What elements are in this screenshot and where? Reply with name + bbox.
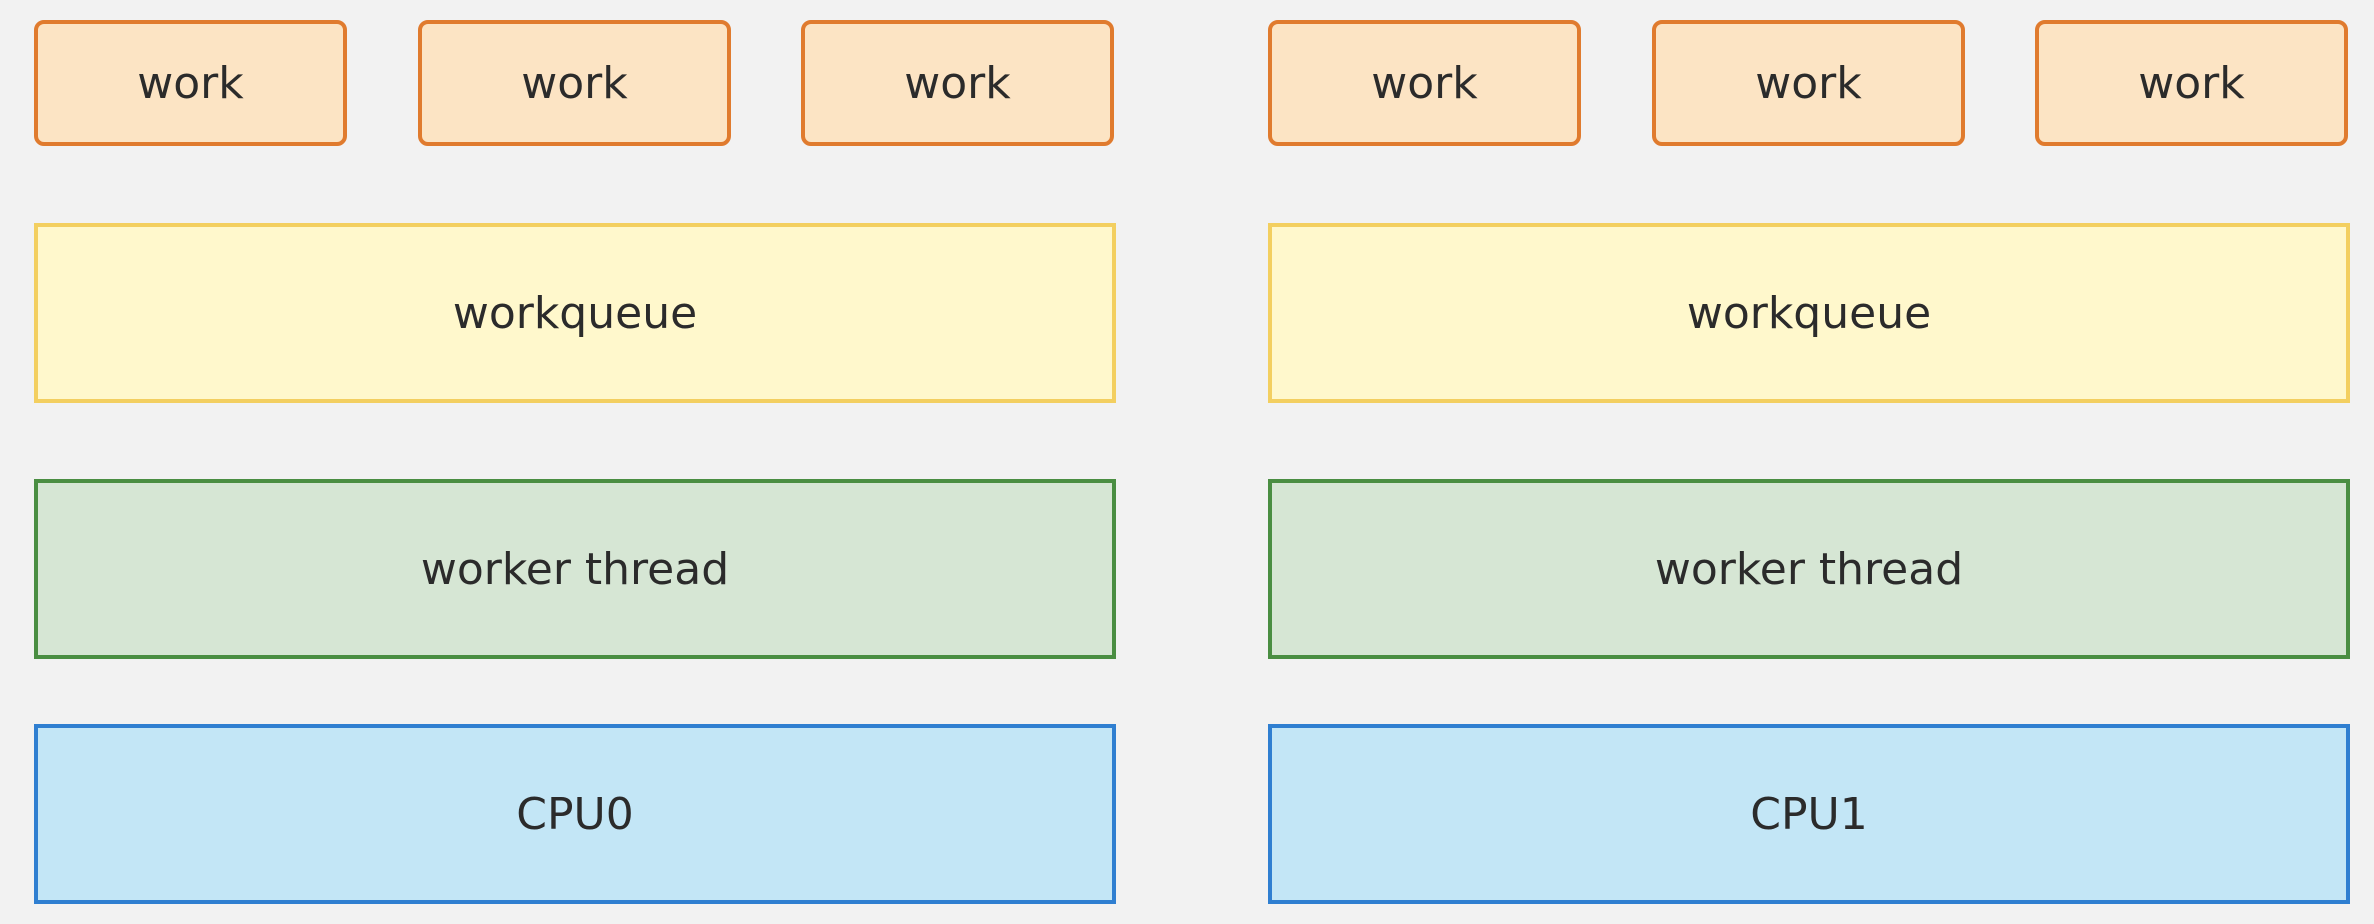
worker-thread-box: worker thread [1268, 479, 2350, 659]
workqueue-box: workqueue [1268, 223, 2350, 403]
cpu0-stack: work work work workqueue worker thread C… [34, 0, 1116, 924]
work-item: work [1652, 20, 1965, 146]
work-item: work [34, 20, 347, 146]
work-item: work [2035, 20, 2348, 146]
work-items-row: work work work [34, 20, 1116, 146]
work-item: work [1268, 20, 1581, 146]
work-items-row: work work work [1268, 20, 2350, 146]
cpu1-stack: work work work workqueue worker thread C… [1268, 0, 2350, 924]
cpu-box: CPU0 [34, 724, 1116, 904]
worker-thread-box: worker thread [34, 479, 1116, 659]
work-item: work [801, 20, 1114, 146]
workqueue-box: workqueue [34, 223, 1116, 403]
cpu-box: CPU1 [1268, 724, 2350, 904]
work-item: work [418, 20, 731, 146]
